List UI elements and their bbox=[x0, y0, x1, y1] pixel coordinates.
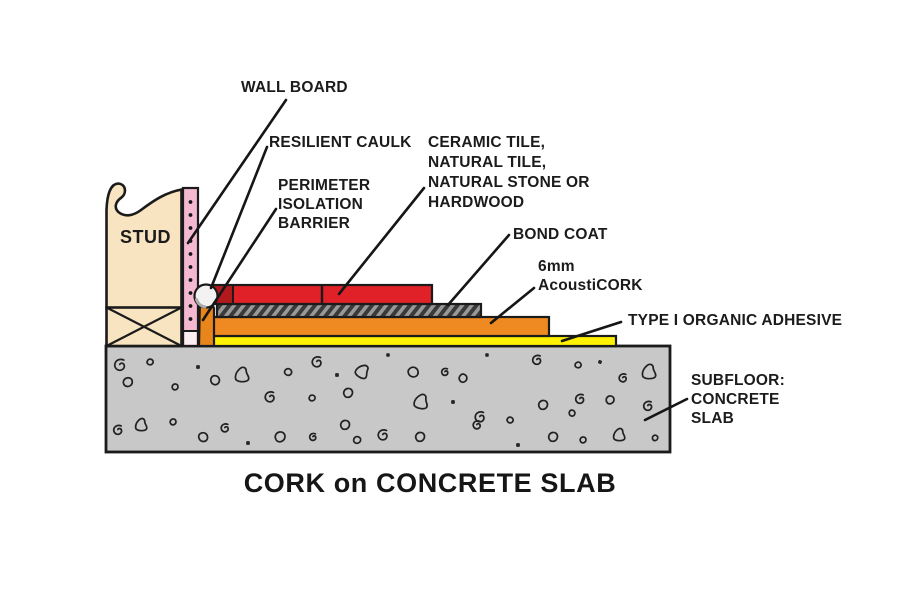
label-subfloor: SUBFLOOR: CONCRETE SLAB bbox=[691, 372, 785, 427]
label-organic-adhesive: TYPE I ORGANIC ADHESIVE bbox=[628, 312, 843, 329]
wall-board-strip bbox=[181, 186, 200, 348]
leader-organic-adhesive bbox=[560, 320, 623, 343]
stud-shape bbox=[105, 182, 183, 310]
bond-coat-layer bbox=[215, 302, 483, 319]
leader-wall-board bbox=[186, 98, 288, 245]
label-surface-finish: CERAMIC TILE, NATURAL TILE, NATURAL STON… bbox=[428, 134, 590, 211]
aggregate-texture bbox=[112, 353, 659, 447]
leader-bond-coat bbox=[446, 233, 511, 307]
label-bond-coat: BOND COAT bbox=[513, 226, 608, 243]
leader-perimeter-barrier bbox=[201, 207, 278, 322]
leader-subfloor bbox=[643, 397, 689, 422]
diagram-title: CORK on CONCRETE SLAB bbox=[243, 468, 617, 498]
caulk-bead bbox=[193, 283, 219, 309]
adhesive-layer bbox=[211, 334, 618, 348]
blocking-cross-box bbox=[105, 306, 183, 348]
cork-underlayment-layer bbox=[211, 315, 551, 338]
label-resilient-caulk: RESILIENT CAULK bbox=[269, 134, 412, 151]
leader-lines bbox=[186, 98, 689, 422]
tile-layer bbox=[210, 283, 434, 306]
label-wall-board: WALL BOARD bbox=[241, 79, 348, 96]
leader-resilient-caulk bbox=[209, 145, 269, 290]
concrete-slab bbox=[104, 344, 672, 454]
stud-label: STUD bbox=[120, 227, 171, 247]
leader-surface-finish bbox=[337, 186, 426, 296]
leader-acousticork bbox=[489, 286, 536, 325]
label-acousticork: 6mm AcoustiCORK bbox=[538, 258, 643, 294]
label-perimeter-isolation-barrier: PERIMETER ISOLATION BARRIER bbox=[278, 177, 371, 232]
